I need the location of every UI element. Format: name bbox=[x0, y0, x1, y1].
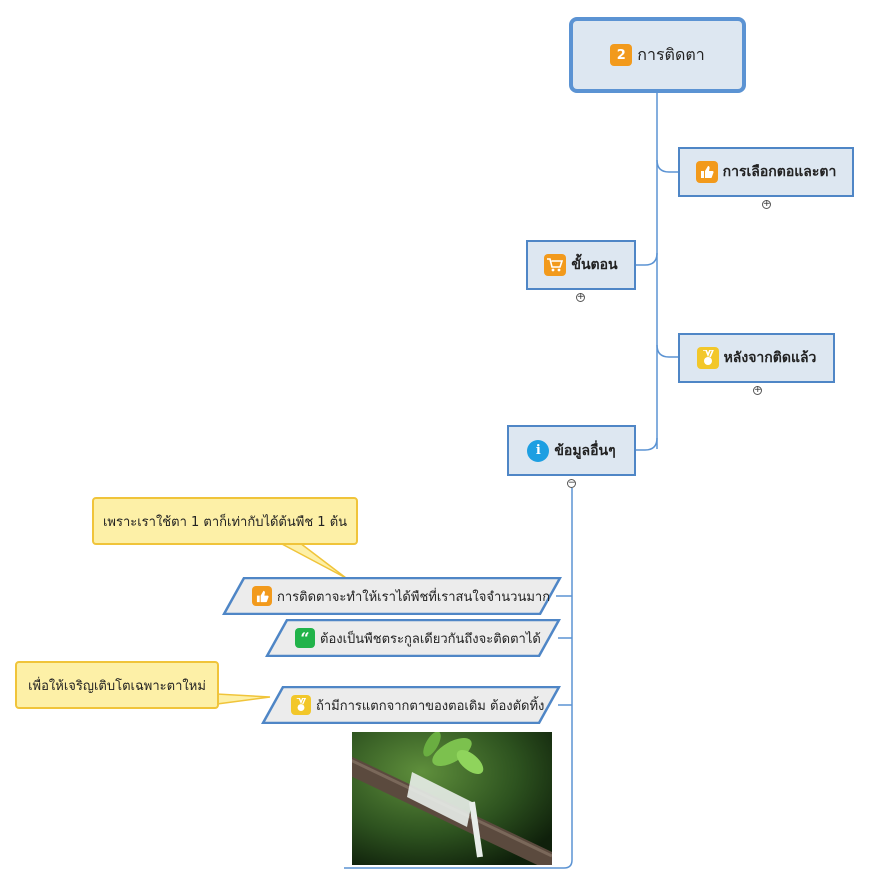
topic-other-info-label: ข้อมูลอื่นๆ bbox=[554, 442, 616, 459]
collapse-other-info-button[interactable]: − bbox=[567, 478, 576, 488]
medal-icon bbox=[696, 347, 719, 369]
quote-icon: “ bbox=[295, 628, 315, 648]
detail-item-label: การติดตาจะทำให้เราได้พืชที่เราสนใจจำนวนม… bbox=[277, 589, 551, 605]
topic-steps[interactable]: ขั้นตอน bbox=[526, 240, 636, 290]
medal-icon bbox=[291, 695, 311, 715]
callout-note-new-bud-growth[interactable]: เพื่อให้เจริญเติบโตเฉพาะตาใหม่ bbox=[15, 661, 219, 709]
callout-label: เพราะเราใช้ตา 1 ตาก็เท่ากับได้ต้นพืช 1 ต… bbox=[102, 514, 348, 530]
topic-after-label: หลังจากติดแล้ว bbox=[723, 350, 817, 366]
topic-selection-label: การเลือกตอและตา bbox=[722, 164, 837, 180]
detail-item-shape bbox=[265, 619, 561, 657]
detail-item-many-plants[interactable]: การติดตาจะทำให้เราได้พืชที่เราสนใจจำนวนม… bbox=[222, 577, 562, 615]
detail-item-shape bbox=[261, 686, 561, 724]
number-badge-icon: 2 bbox=[610, 44, 633, 66]
grafted-branch-photo[interactable] bbox=[352, 732, 552, 865]
root-topic-label: การติดตา bbox=[637, 44, 705, 64]
detail-item-cut-old-buds[interactable]: ถ้ามีการแตกจากตาของตอเดิม ต้องตัดทิ้ง bbox=[261, 686, 561, 724]
info-icon: i bbox=[527, 439, 550, 462]
topic-after[interactable]: หลังจากติดแล้ว bbox=[678, 333, 835, 383]
thumbs-up-icon bbox=[695, 161, 718, 183]
detail-item-label: ถ้ามีการแตกจากตาของตอเดิม ต้องตัดทิ้ง bbox=[316, 698, 545, 714]
topic-steps-label: ขั้นตอน bbox=[571, 257, 618, 273]
grafted-branch-illustration bbox=[352, 732, 552, 865]
cart-icon bbox=[544, 254, 567, 276]
expand-steps-button[interactable]: + bbox=[576, 292, 585, 302]
detail-item-shape bbox=[222, 577, 562, 615]
topic-selection[interactable]: การเลือกตอและตา bbox=[678, 147, 854, 197]
expand-selection-button[interactable]: + bbox=[762, 199, 771, 209]
topic-other-info[interactable]: i ข้อมูลอื่นๆ bbox=[507, 425, 636, 476]
thumbs-up-icon bbox=[252, 586, 272, 606]
callout-note-one-bud[interactable]: เพราะเราใช้ตา 1 ตาก็เท่ากับได้ต้นพืช 1 ต… bbox=[92, 497, 358, 545]
root-topic[interactable]: 2 การติดตา bbox=[569, 17, 746, 93]
callout-label: เพื่อให้เจริญเติบโตเฉพาะตาใหม่ bbox=[28, 678, 206, 694]
detail-item-label: ต้องเป็นพืชตระกูลเดียวกันถึงจะติดตาได้ bbox=[320, 631, 541, 647]
detail-item-same-family[interactable]: “ ต้องเป็นพืชตระกูลเดียวกันถึงจะติดตาได้ bbox=[265, 619, 561, 657]
expand-after-button[interactable]: + bbox=[753, 385, 762, 395]
